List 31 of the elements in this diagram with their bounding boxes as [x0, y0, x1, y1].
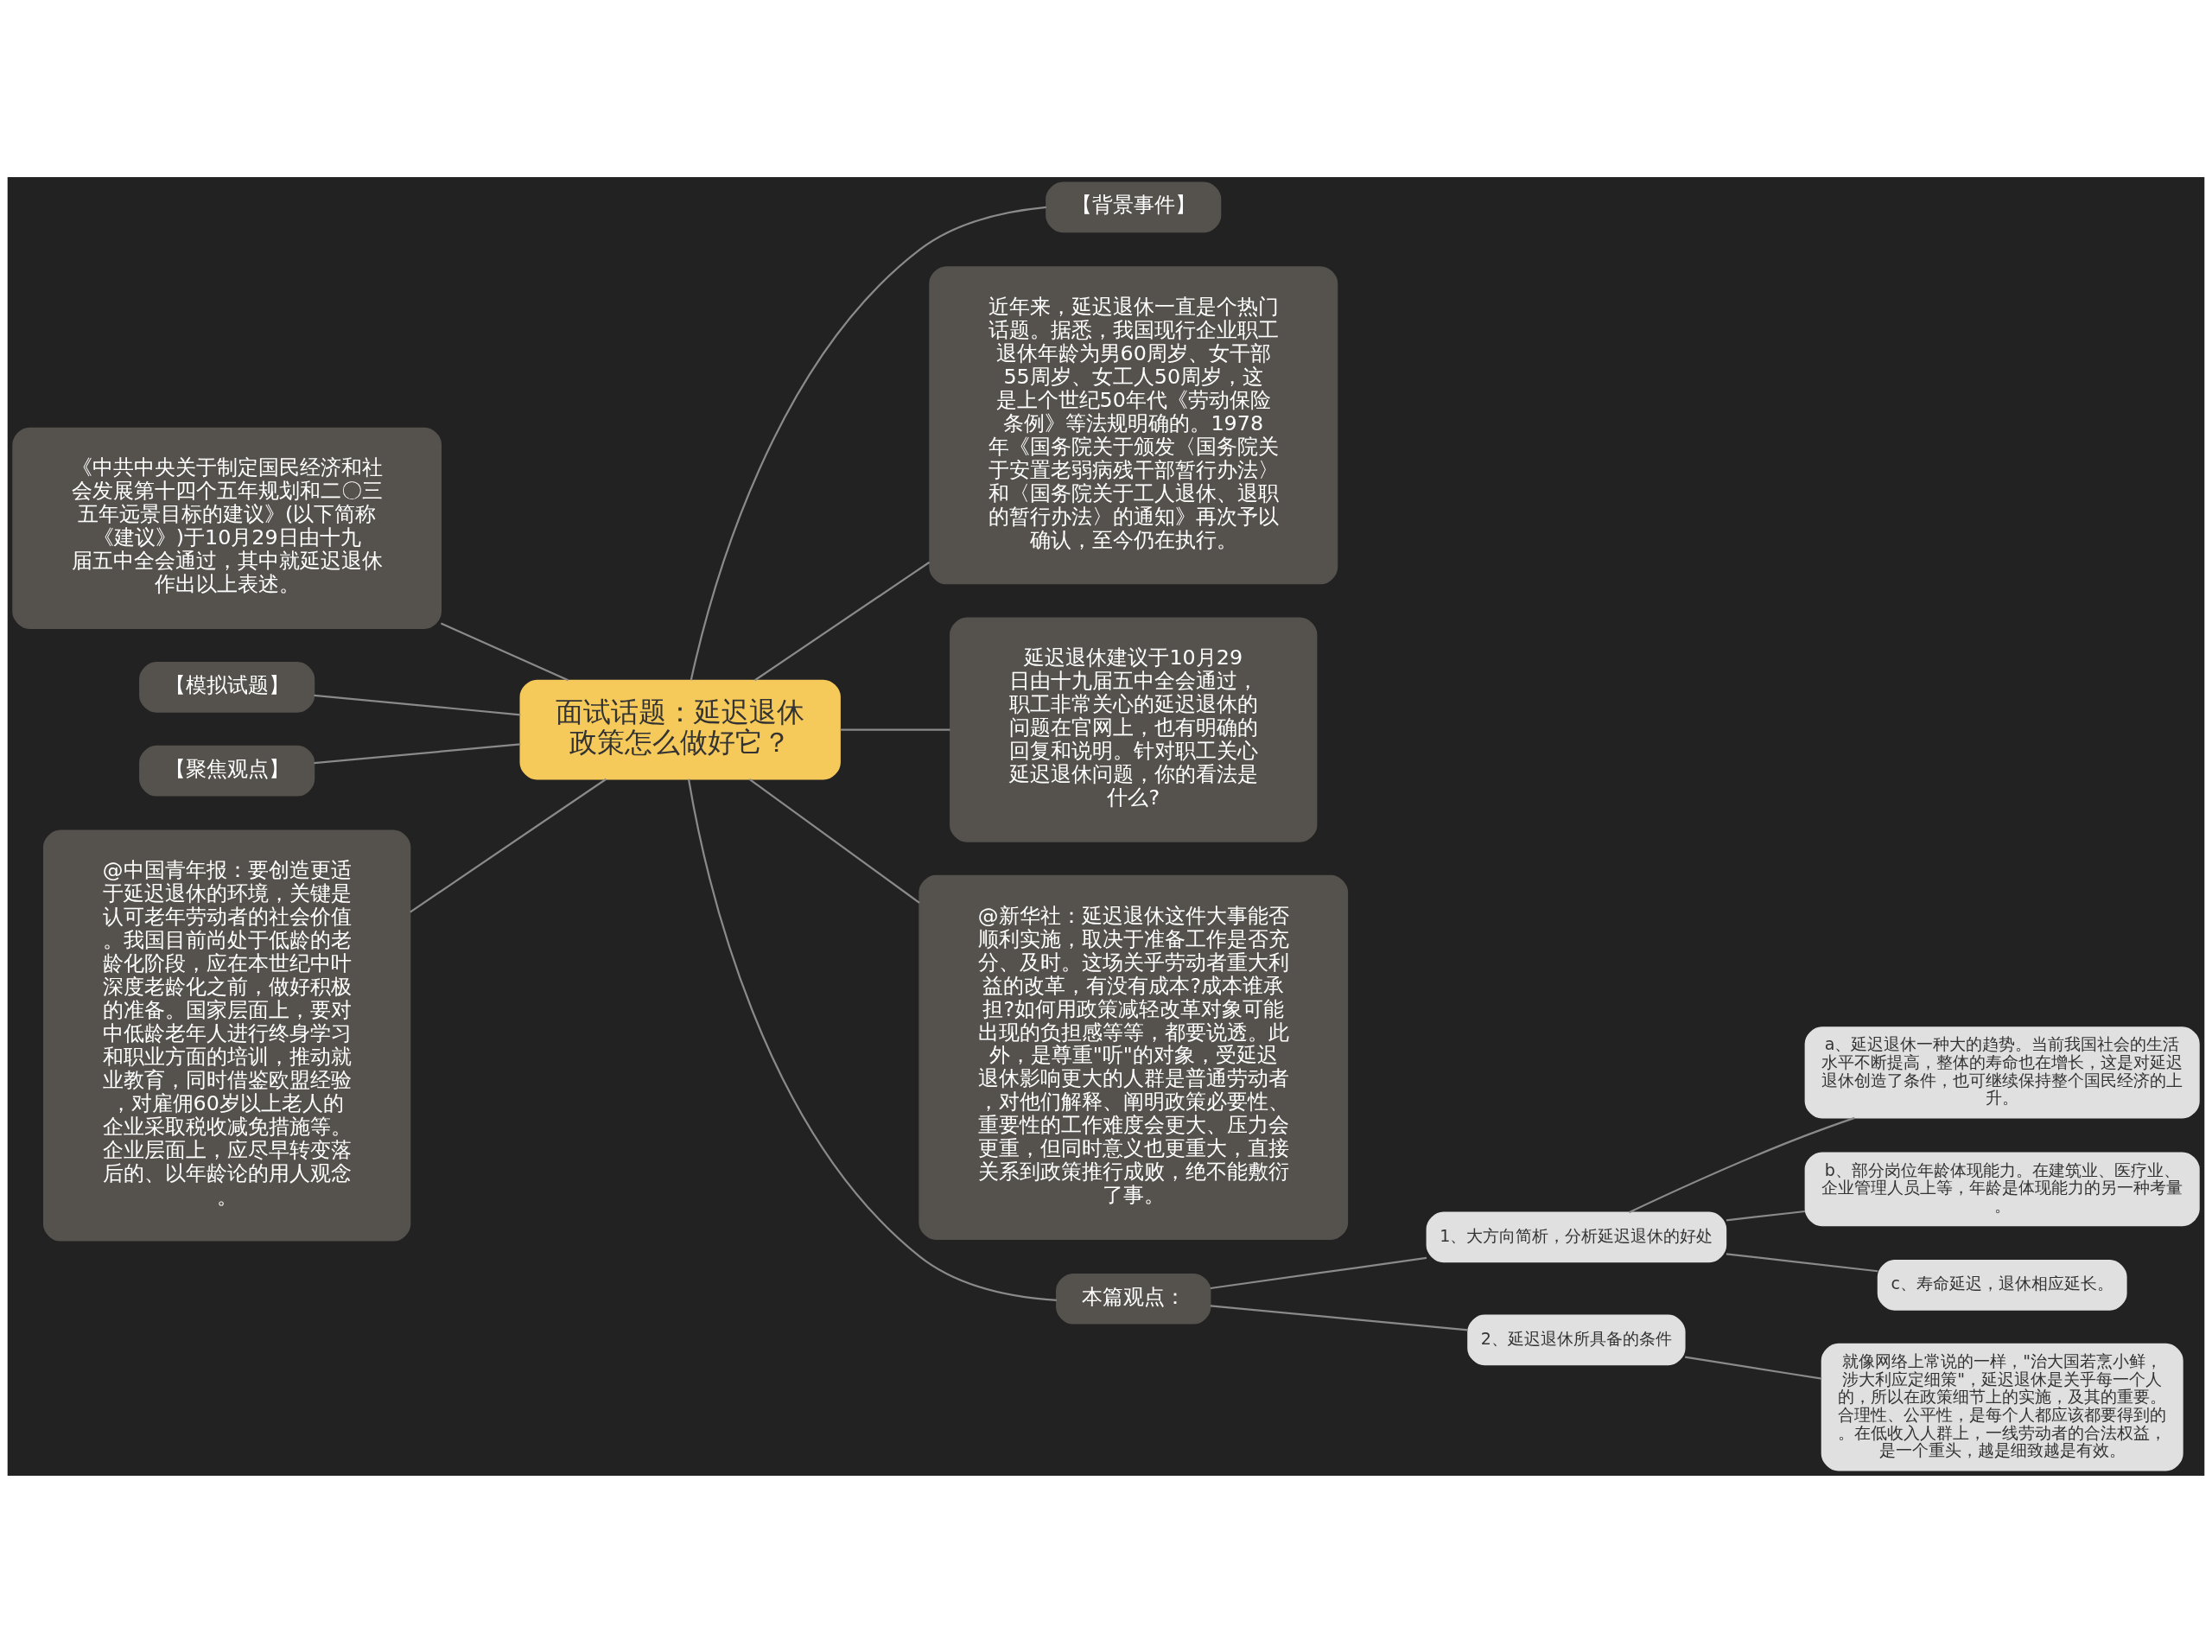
connector: [314, 742, 521, 764]
connector: [410, 778, 607, 912]
node-box: 面试话题：延迟退休政策怎么做好它？: [519, 679, 841, 780]
node-box: 《中共中央关于制定国民经济和社会发展第十四个五年规划和二〇三五年远景目标的建议》(以下简称《建议》)于10月29日由十九届五中全会通过，其中就延迟退休作出以上表述。: [12, 427, 442, 629]
node-box: 【聚焦观点】: [139, 745, 315, 797]
node-box: 2、延迟退休所具备的条件: [1467, 1314, 1686, 1365]
connector: [687, 778, 1057, 1301]
connector: [314, 694, 521, 715]
connector: [840, 728, 950, 731]
connector: [748, 778, 920, 904]
node-box: 【模拟试题】: [139, 661, 315, 713]
connector: [1685, 1356, 1822, 1380]
node-box: 1、大方向简析，分析延迟退休的好处: [1426, 1210, 1727, 1262]
node-box: b、部分岗位年龄体现能力。在建筑业、医疗业、企业管理人员上等，年龄是体现能力的另一种考量。: [1804, 1151, 2200, 1226]
node-box: 延迟退休建议于10月29日由十九届五中全会通过，职工非常关心的延迟退休的问题在官网上，也有明确的回复和说明。针对职工关心延迟退休问题，你的看法是什么?: [950, 616, 1318, 842]
node-box: a、延迟退休一种大的趋势。当前我国社会的生活水平不断提高，整体的寿命也在增长，这是对延迟退休创造了条件，也可继续保持整个国民经济的上升。: [1804, 1026, 2200, 1119]
node-box: @新华社：延迟退休这件大事能否顺利实施，取决于准备工作是否充分、及时。这场关乎劳动者重大利益的改革，有没有成本?成本谁承担?如何用政策减轻改革对象可能出现的负担感等等，都要说透。此外，是尊重"听"的对象，受延迟退休影响更大的人群是普通劳动者，对他们解释、阐明政策必要性、重要性的工作难度会更大、压力会更重，但同时意义也更重大，直接关系到政策推行成败，绝不能敷衍了事。: [918, 874, 1349, 1240]
node-box: 就像网络上常说的一样，"治大国若烹小鲜，涉大利应定细策"，延迟退休是关乎每一个人的，所以在政策细节上的实施，及其的重要。合理性、公平性，是每个人都应该都要得到的。在低收入人群上，一线劳动者的合法权益，是一个重头，越是细致越是有效。: [1821, 1343, 2183, 1471]
node-box: 本篇观点：: [1056, 1273, 1211, 1325]
connector: [1726, 1210, 1806, 1221]
connector: [1628, 1116, 1855, 1213]
connector: [440, 621, 569, 681]
node-box: c、寿命延迟，退休相应延长。: [1877, 1259, 2127, 1311]
connector: [754, 561, 931, 681]
connector: [1210, 1256, 1427, 1289]
node-box: 【背景事件】: [1046, 181, 1222, 232]
connector: [1210, 1304, 1468, 1331]
connector: [690, 206, 1046, 680]
node-box: @中国青年报：要创造更适于延迟退休的环境，关键是认可老年劳动者的社会价值。我国目前尚处于低龄的老龄化阶段，应在本世纪中叶深度老龄化之前，做好积极的准备。国家层面上，要对中低龄老年人进行终身学习和职业方面的培训，推动就业教育，同时借鉴欧盟经验，对雇佣60岁以上老人的企业采取税收减免措施等。企业层面上，应尽早转变落后的、以年龄论的用人观念。: [43, 829, 411, 1242]
node-box: 近年来，延迟退休一直是个热门话题。据悉，我国现行企业职工退休年龄为男60周岁、女干部55周岁、女工人50周岁，这是上个世纪50年代《劳动保险条例》等法规明确的。1978年《国务院关于颁发〈国务院关于安置老弱病残干部暂行办法〉和〈国务院关于工人退休、退职的暂行办法〉的通知》再次予以确认，至今仍在执行。: [929, 265, 1338, 584]
connector: [1726, 1252, 1878, 1272]
